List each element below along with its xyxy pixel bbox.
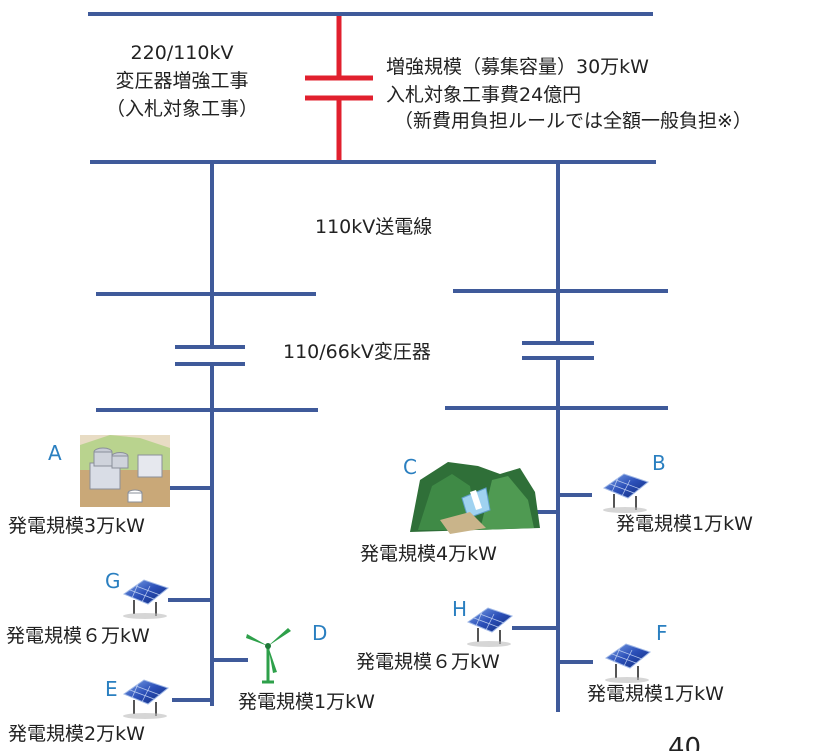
gen-b-letter: B [652, 451, 666, 475]
solar-panel-icon [122, 679, 169, 720]
gen-e-letter: E [105, 677, 118, 701]
lower-transformer-label: 110/66kV変圧器 [283, 341, 431, 363]
page-number: 40 [668, 733, 701, 751]
gen-h-letter: H [452, 597, 467, 621]
reinforcement-burden-note: （新費用負担ルールでは全額一般負担※） [394, 110, 752, 132]
upper-transformer-work: 変圧器増強工事 [115, 70, 248, 92]
gen-a-capacity: 発電規模3万kW [8, 515, 145, 537]
upper-transformer-note: （入札対象工事） [106, 98, 258, 120]
gen-f-letter: F [656, 621, 668, 645]
gen-d-capacity: 発電規模1万kW [238, 691, 375, 713]
hydro-dam-icon [410, 462, 540, 534]
thermal-plant-icon [80, 435, 170, 507]
gen-b-capacity: 発電規模1万kW [616, 513, 753, 535]
wind-turbine-icon [246, 628, 291, 684]
gen-g-capacity: 発電規模６万kW [6, 625, 150, 647]
solar-panel-icon [122, 579, 169, 620]
reinforcement-capacity: 増強規模（募集容量）30万kW [386, 56, 649, 78]
transmission-line-label: 110kV送電線 [315, 216, 432, 238]
gen-e-capacity: 発電規模2万kW [8, 723, 145, 745]
gen-g-letter: G [105, 569, 121, 593]
upper-transformer-rating: 220/110kV [131, 42, 234, 64]
solar-panel-icon [466, 607, 513, 648]
gen-c-capacity: 発電規模4万kW [360, 543, 497, 565]
solar-panel-icon [602, 473, 649, 514]
gen-h-capacity: 発電規模６万kW [356, 651, 500, 673]
gen-d-letter: D [312, 621, 327, 645]
solar-panel-icon [604, 643, 651, 684]
gen-c-letter: C [403, 455, 417, 479]
gen-f-capacity: 発電規模1万kW [587, 683, 724, 705]
reinforcement-cost: 入札対象工事費24億円 [386, 84, 581, 106]
gen-a-letter: A [48, 441, 62, 465]
